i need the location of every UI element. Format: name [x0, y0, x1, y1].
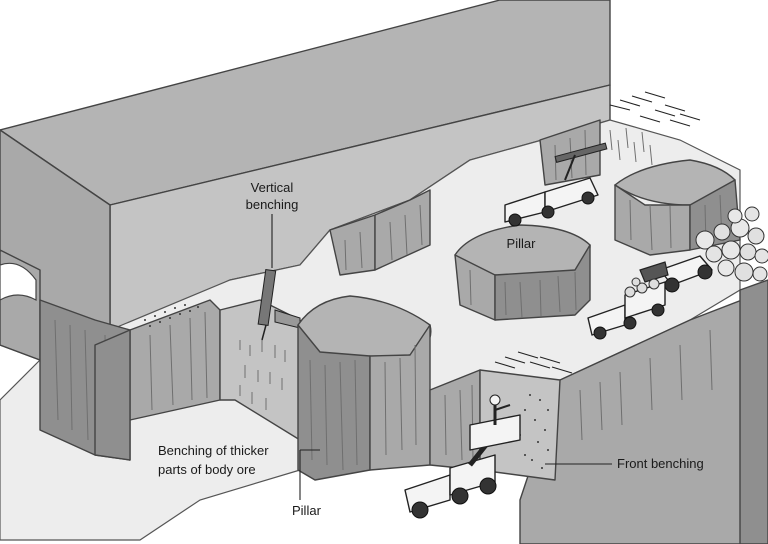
label-vertical-benching-line2: benching — [246, 197, 299, 212]
tunnel-opening — [0, 262, 37, 302]
label-benching-thicker: Benching of thicker parts of body ore — [158, 443, 269, 477]
drill-rig-icon — [257, 269, 301, 341]
front-pillar — [297, 295, 432, 481]
label-vertical-benching-line1: Vertical — [251, 180, 294, 195]
worker-icon — [489, 394, 511, 425]
label-vertical-benching: Vertical benching — [246, 180, 299, 268]
label-front-benching: Front benching — [545, 456, 704, 471]
right-wall — [519, 91, 768, 544]
label-front-benching-text: Front benching — [617, 456, 704, 471]
label-benching-thicker-line1: Benching of thicker — [158, 443, 269, 458]
dump-truck-icon — [504, 142, 608, 227]
hatch-lines-top-right — [609, 91, 701, 127]
back-right-pillar — [613, 159, 741, 256]
label-pillar-center: Pillar — [507, 236, 537, 251]
center-pillar — [454, 224, 591, 321]
vertical-benching-face — [219, 269, 301, 441]
label-benching-thicker-line2: parts of body ore — [158, 462, 256, 477]
dotted-ceiling-left — [144, 304, 199, 327]
hatch-lines-front — [494, 351, 573, 374]
label-pillar-front: Pillar — [292, 449, 322, 518]
left-pillar — [94, 299, 221, 461]
utility-truck-icon — [587, 277, 666, 340]
rubble-pile-icon — [695, 206, 768, 282]
loader-icon — [639, 255, 713, 293]
label-pillar-front-text: Pillar — [292, 503, 322, 518]
boom-lift-truck-icon — [404, 414, 521, 519]
rubble-load — [624, 277, 660, 298]
